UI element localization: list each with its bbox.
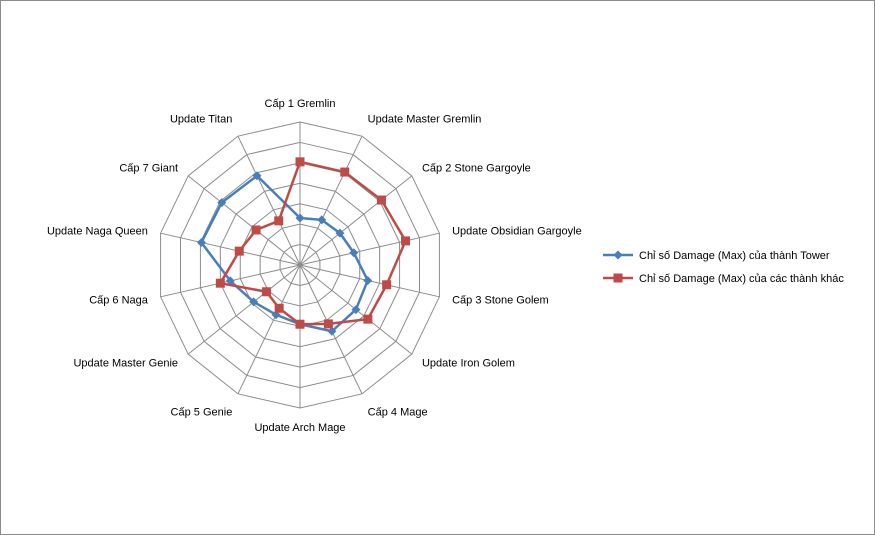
category-label: Update Obsidian Gargoyle (452, 225, 582, 237)
category-label: Update Master Genie (73, 357, 178, 369)
legend-label: Chỉ số Damage (Max) của thành Tower (639, 250, 830, 262)
legend-item-1: Chỉ số Damage (Max) của thành Tower (603, 250, 830, 262)
data-point (234, 246, 244, 256)
data-point (323, 319, 333, 329)
grid-spoke (187, 175, 301, 266)
series-2 (215, 157, 411, 329)
data-point (252, 171, 262, 181)
grid-spoke (160, 232, 301, 266)
category-label: Update Naga Queen (47, 225, 148, 237)
legend-marker (613, 273, 623, 283)
data-point (327, 326, 337, 336)
data-point (335, 228, 345, 238)
data-point (401, 236, 411, 246)
data-point (317, 215, 327, 225)
data-point (363, 314, 373, 324)
grid-spoke (187, 264, 301, 355)
radar-grid (160, 121, 440, 409)
category-label: Update Master Gremlin (368, 113, 482, 125)
category-label: Cấp 3 Stone Golem (452, 295, 549, 307)
category-label: Cấp 7 Giant (119, 163, 178, 175)
data-point (340, 167, 350, 177)
data-point (217, 198, 227, 208)
grid-spoke (237, 264, 301, 395)
grid-spoke (299, 135, 363, 266)
data-point (274, 303, 284, 313)
data-point (363, 275, 373, 285)
grid-spoke (237, 135, 301, 266)
data-point (382, 280, 392, 290)
data-point (274, 216, 284, 226)
legend-item-2: Chỉ số Damage (Max) của các thành khác (603, 273, 844, 285)
data-point (376, 195, 386, 205)
category-label: Cấp 5 Genie (171, 407, 233, 419)
data-point (295, 213, 305, 223)
series-layer (196, 157, 411, 336)
category-label: Cấp 2 Stone Gargoyle (422, 163, 531, 175)
category-label: Update Titan (170, 113, 232, 125)
data-point (295, 157, 305, 167)
grid-spoke (299, 175, 413, 266)
data-point (295, 319, 305, 329)
data-point (215, 278, 225, 288)
data-point (196, 237, 206, 247)
data-point (349, 248, 359, 258)
legend-marker (613, 250, 623, 260)
category-label: Update Arch Mage (254, 422, 345, 434)
category-label: Cấp 6 Naga (89, 295, 149, 307)
data-point (249, 297, 259, 307)
category-label: Update Iron Golem (422, 357, 515, 369)
category-label: Cấp 4 Mage (368, 407, 428, 419)
data-point (225, 276, 235, 286)
grid-spoke (299, 232, 440, 266)
data-point (261, 287, 271, 297)
category-label: Cấp 1 Gremlin (265, 98, 336, 110)
data-point (351, 305, 361, 315)
legend-label: Chỉ số Damage (Max) của các thành khác (639, 273, 844, 285)
data-point (251, 225, 261, 235)
